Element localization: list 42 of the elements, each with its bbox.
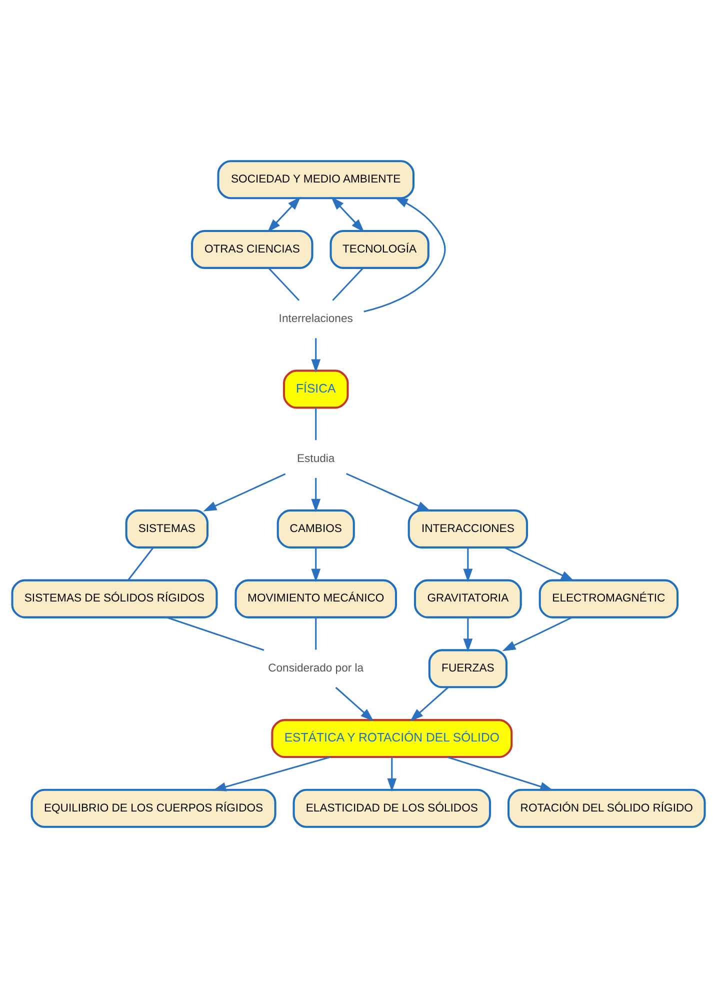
arrow <box>267 196 301 232</box>
arrow <box>331 196 364 232</box>
connector <box>332 267 364 300</box>
node-box: SOCIEDAD Y MEDIO AMBIENTE <box>217 160 414 199</box>
arrow <box>212 756 330 791</box>
node-box: SISTEMAS <box>125 508 208 548</box>
node-box: ESTÁTICA Y ROTACIÓN DEL SÓLIDO <box>271 718 513 758</box>
arrow <box>502 616 572 651</box>
node-box: MOVIMIENTO MECÁNICO <box>234 578 398 618</box>
arrow <box>410 686 448 721</box>
arrow <box>311 547 321 582</box>
node-box: TECNOLOGÍA <box>330 229 430 268</box>
connector <box>315 408 317 440</box>
arrow <box>335 686 374 721</box>
arrow <box>447 756 554 791</box>
node-box: INTERACCIONES <box>408 508 528 548</box>
arrow <box>311 477 321 512</box>
arrow <box>311 338 321 372</box>
arrow <box>346 472 431 511</box>
node-box: SISTEMAS DE SÓLIDOS RÍGIDOS <box>11 578 218 618</box>
node-box: ELECTROMAGNÉTIC <box>538 578 679 618</box>
node-text: Interrelaciones <box>278 312 353 325</box>
node-text: Considerado por la <box>268 662 364 674</box>
node-box: ROTACIÓN DEL SÓLIDO RÍGIDO <box>507 788 706 828</box>
arrow <box>504 546 574 581</box>
arrow <box>463 617 473 652</box>
node-box: GRAVITATORIA <box>414 578 522 618</box>
connector <box>166 616 264 650</box>
node-text: Estudia <box>297 452 335 464</box>
node-box: ELASTICIDAD DE LOS SÓLIDOS <box>292 788 492 828</box>
arrow <box>364 196 446 312</box>
connector <box>315 617 317 650</box>
node-box: OTRAS CIENCIAS <box>191 229 314 268</box>
node-box: FÍSICA <box>282 369 349 408</box>
connector <box>128 546 154 580</box>
node-box: FUERZAS <box>428 648 508 688</box>
connector <box>268 267 300 300</box>
node-box: CAMBIOS <box>276 508 355 548</box>
arrow <box>203 472 286 511</box>
arrow <box>463 547 473 582</box>
node-box: EQUILIBRIO DE LOS CUERPOS RÍGIDOS <box>30 788 276 828</box>
arrow <box>387 756 397 792</box>
